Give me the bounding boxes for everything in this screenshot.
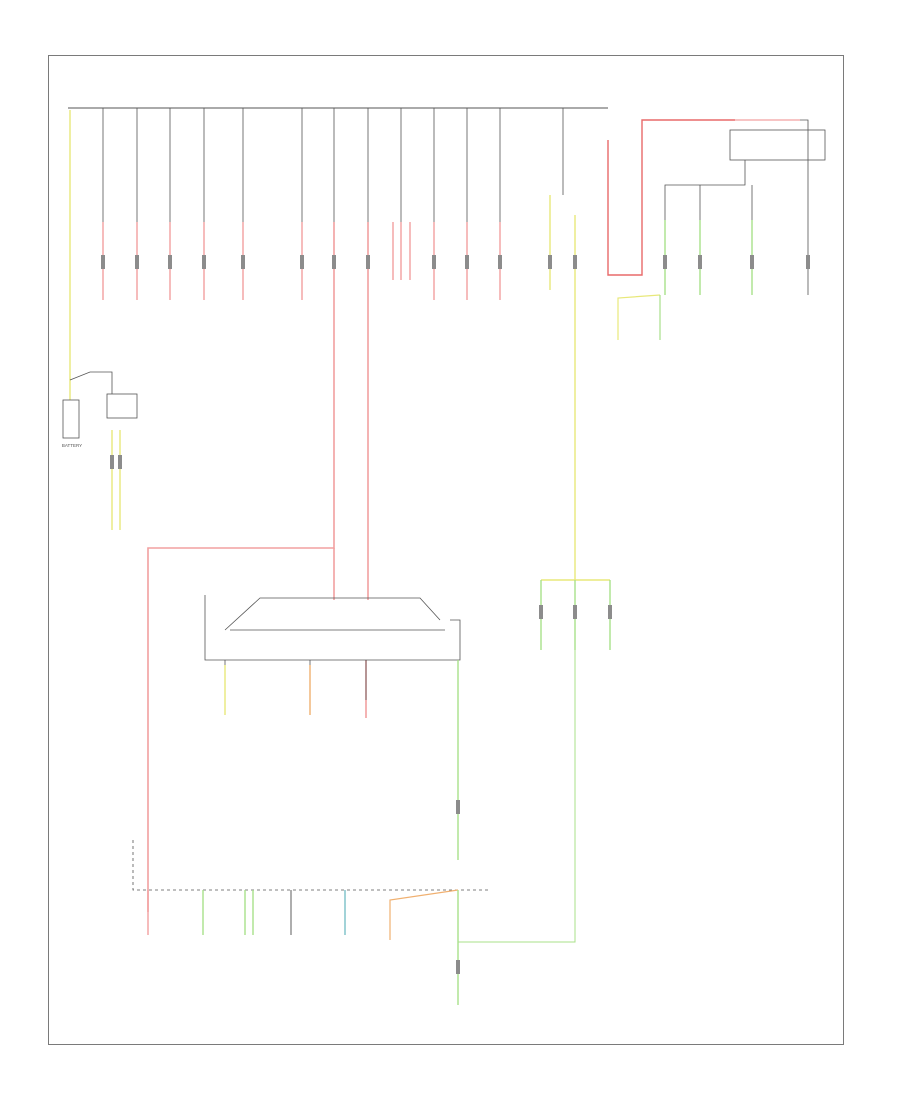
diagram-frame bbox=[48, 55, 844, 1045]
red-feed-wires bbox=[147, 222, 369, 912]
fusible-link-block bbox=[106, 393, 138, 419]
lower-fuse-box bbox=[132, 840, 488, 1005]
battery-symbol bbox=[62, 399, 80, 439]
ignition-switch-symbol bbox=[204, 595, 461, 700]
yellow-wire-branch bbox=[458, 195, 611, 943]
battery-wiring bbox=[69, 110, 121, 530]
battery-label: BATTERY bbox=[61, 443, 83, 448]
red-wire-stubs bbox=[102, 222, 501, 300]
relay-circuit bbox=[607, 119, 826, 340]
ignition-outputs bbox=[224, 660, 459, 860]
fuse-drops bbox=[102, 108, 564, 222]
connector-marks bbox=[101, 255, 810, 974]
